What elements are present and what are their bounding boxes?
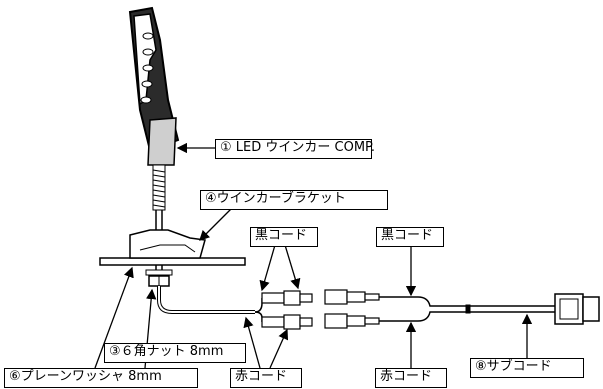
- winker-cable: [157, 286, 255, 314]
- label-led-winker: ① LED ウインカー COMP.: [215, 139, 375, 159]
- label-bracket: ④ウインカーブラケット: [200, 190, 388, 210]
- winker-bracket: [99, 229, 246, 266]
- label-black-cord-right: 黒コード: [376, 227, 444, 247]
- washer-shape: [145, 269, 173, 276]
- left-connectors: [261, 290, 313, 330]
- sub-cord-assembly: [324, 289, 600, 329]
- label-washer: ⑥プレーンワッシャ 8mm: [4, 368, 198, 388]
- label-black-cord-left: 黒コード: [250, 227, 318, 247]
- led-winker-body: [128, 6, 180, 166]
- label-sub-cord: ⑧サブコード: [470, 358, 584, 378]
- label-nut: ③６角ナット 8mm: [104, 343, 246, 363]
- label-red-cord-left: 赤コード: [230, 368, 302, 388]
- leader-lines: [94, 142, 533, 369]
- label-red-cord-right: 赤コード: [375, 368, 447, 388]
